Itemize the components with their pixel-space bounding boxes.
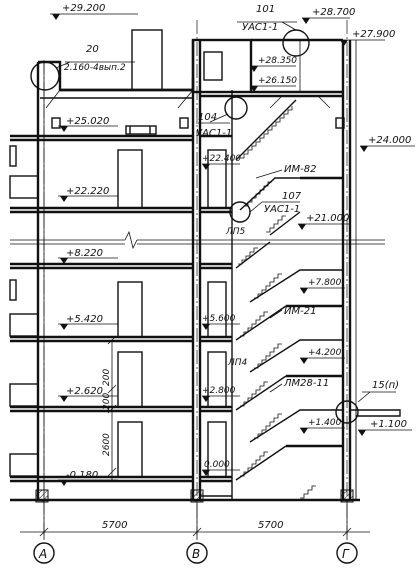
dim-2600: 2600 [102,433,112,456]
label-lp5: ЛП5 [225,227,246,237]
callout-circle-107 [229,201,251,223]
axis-bubble-b [186,542,208,564]
elevation-marks [50,13,415,486]
elev-2620: +2.620 [66,386,103,397]
callout-circle-101 [282,29,310,57]
elev-27900: +27.900 [352,29,395,40]
elev-22220: +22.220 [66,186,109,197]
callout-101-number: 101 [256,4,275,15]
elev-24000: +24.000 [368,135,411,146]
entrance-canopy [350,409,401,417]
detail-callouts [30,21,396,424]
axis-label-a: А [38,547,47,561]
callout-104-ref: УАС1-1 [196,128,232,139]
axis-bubble-c [336,542,358,564]
elev-22400: +22.400 [202,154,241,164]
elev-29200: +29.200 [62,3,105,14]
elev-1400: +1.400 [308,418,342,428]
roof-vent-box [131,29,163,91]
elev-8220: +8.220 [66,248,103,259]
label-im21: ИМ-21 [284,306,316,317]
left-facade-windows [9,145,39,477]
dim-200-b: 200 [102,393,112,410]
label-lm28-11: ЛМ28-11 [283,378,329,389]
elev-5420: +5.420 [66,314,103,325]
callout-circle-104 [224,96,248,120]
elev-21000: +21.000 [306,213,349,224]
interior-doors [117,149,227,478]
callout-107-number: 107 [282,191,302,202]
callout-20-number: 20 [86,44,99,55]
callout-101-ref: УАС1-1 [242,22,278,33]
elev-minus-0180: -0.180 [66,470,98,481]
label-lp4: ЛП4 [227,358,248,368]
horizontal-dimension-line [20,500,370,540]
structure [9,20,401,535]
elev-7800: +7.800 [308,278,342,288]
callout-circle-15 [335,400,359,424]
callout-20-sheet: 2.160-4вып.2 [64,63,126,73]
floor-slabs [10,134,360,502]
label-im82: ИМ-82 [284,164,316,175]
elev-0000: 0.000 [204,460,230,470]
break-line [10,230,385,250]
elev-28700: +28.700 [312,7,355,18]
dim-span-left: 5700 [102,520,127,531]
elev-1100: +1.100 [370,419,407,430]
axis-bubble-a [33,542,55,564]
vertical-dimension-chain [107,335,117,480]
elev-25020: +25.020 [66,116,109,127]
callout-15-ref: 15(п) [372,380,399,391]
dim-200-a: 200 [102,369,112,386]
dim-span-right: 5700 [258,520,283,531]
axis-label-b: В [192,547,200,561]
elev-4200: +4.200 [308,348,342,358]
axis-label-c: Г [342,547,350,561]
elev-5600: +5.600 [202,314,236,324]
elev-26150: +26.150 [258,76,297,86]
callout-104-number: 104 [198,112,217,123]
foundation-left [35,489,49,503]
elev-28350: +28.350 [258,56,297,66]
stair-flights [235,99,343,499]
callout-circle-20 [30,61,60,91]
elev-2800: +2.800 [202,386,236,396]
callout-107-ref: УАС1-1 [264,204,300,215]
axis-bubbles [33,542,358,564]
